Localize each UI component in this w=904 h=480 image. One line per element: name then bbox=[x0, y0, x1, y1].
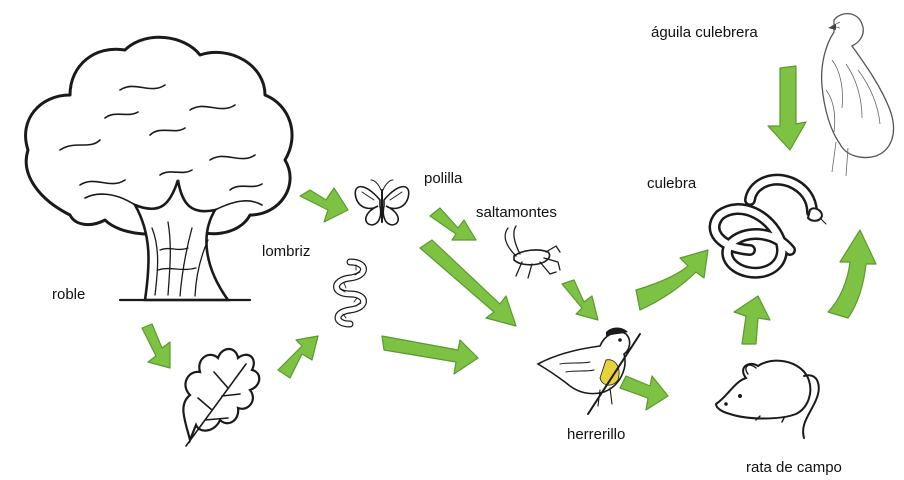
label-rata-de-campo: rata de campo bbox=[746, 460, 842, 475]
label-saltamontes: saltamontes bbox=[476, 205, 557, 220]
arrow-saltamontes-herrerillo bbox=[562, 280, 598, 320]
arrow-lombriz-herrerillo bbox=[382, 336, 478, 374]
arrow-rata-culebra bbox=[734, 296, 770, 344]
arrow-aguila-culebra bbox=[768, 66, 806, 150]
label-aguila-culebrera: águila culebrera bbox=[651, 25, 758, 40]
label-culebra: culebra bbox=[647, 176, 696, 191]
arrow-herrerillo-culebra bbox=[636, 250, 708, 310]
arrow-roble-hoja bbox=[142, 324, 170, 368]
arrow-polilla-saltamontes bbox=[430, 208, 476, 240]
label-roble: roble bbox=[52, 287, 85, 302]
arrow-roble-polilla bbox=[300, 188, 348, 222]
arrow-herrerillo-rata bbox=[620, 376, 668, 410]
label-herrerillo: herrerillo bbox=[567, 427, 625, 442]
arrow-hoja-lombriz bbox=[278, 336, 318, 378]
arrow-polilla-herrerillo bbox=[420, 240, 516, 326]
label-lombriz: lombriz bbox=[262, 244, 310, 259]
label-polilla: polilla bbox=[424, 171, 462, 186]
arrow-rata-aguila bbox=[828, 230, 876, 318]
